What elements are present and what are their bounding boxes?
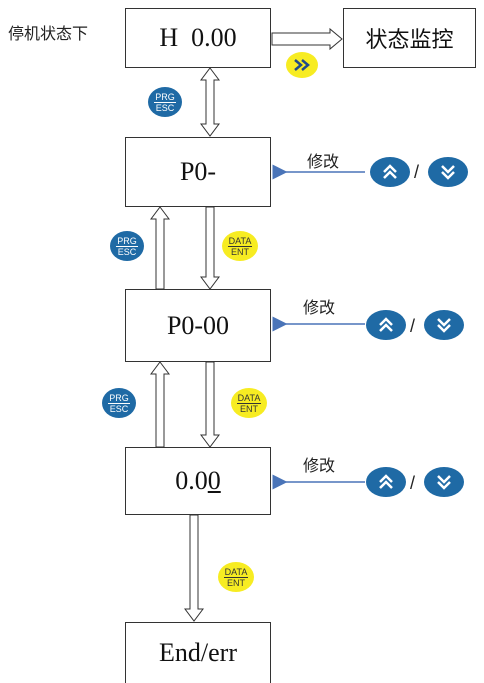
value-to-p000-arrow <box>150 361 170 448</box>
p000-to-p0-arrow <box>150 206 170 290</box>
value-to-end-arrow <box>184 514 204 622</box>
stopped-state-label: 停机状态下 <box>8 24 89 43</box>
shift-key <box>286 52 318 78</box>
double-up-chevron-icon <box>383 164 397 179</box>
slash-3: / <box>410 473 416 493</box>
up-key-1 <box>370 157 410 187</box>
value-box: 0.00 <box>125 447 271 515</box>
down-key-2 <box>424 310 464 340</box>
end-err-box: End/err <box>125 622 271 683</box>
slash-1: / <box>414 162 420 182</box>
slash-2: / <box>410 316 416 336</box>
cursor-digit: 0 <box>207 466 221 495</box>
p0-box: P0- <box>125 137 271 207</box>
monitor-arrow <box>271 27 343 51</box>
double-up-chevron-icon <box>379 317 393 332</box>
h-p0-arrow <box>200 67 220 137</box>
double-up-chevron-icon <box>379 474 393 489</box>
double-right-chevron-icon <box>294 59 310 71</box>
up-key-3 <box>366 467 406 497</box>
prg-esc-key-3: PRG ESC <box>102 388 136 418</box>
end-err-text: End/err <box>159 638 237 667</box>
double-down-chevron-icon <box>437 318 451 333</box>
p0-text: P0- <box>179 157 217 186</box>
value-text: 0.00 <box>175 466 221 495</box>
double-down-chevron-icon <box>441 165 455 180</box>
data-ent-key-1: DATA ENT <box>222 231 258 261</box>
prg-esc-key-1: PRG ESC <box>148 87 182 117</box>
p0-to-p000-arrow <box>200 206 220 290</box>
up-key-2 <box>366 310 406 340</box>
double-down-chevron-icon <box>437 475 451 490</box>
modify-label-2: 修改 <box>303 298 336 317</box>
p0-00-box: P0-00 <box>125 289 271 362</box>
modify-label-3: 修改 <box>303 456 336 475</box>
h-display-box: H 0.00 <box>125 8 271 68</box>
p0-00-text: P0-00 <box>166 310 230 340</box>
data-ent-key-2: DATA ENT <box>231 388 267 418</box>
status-monitor-box: 状态监控 <box>343 8 476 68</box>
down-key-3 <box>424 467 464 497</box>
down-key-1 <box>428 157 468 187</box>
data-ent-key-3: DATA ENT <box>218 562 254 592</box>
prg-esc-key-2: PRG ESC <box>110 231 144 261</box>
h-display-text: H 0.00 <box>159 23 237 52</box>
modify-label-1: 修改 <box>307 152 340 171</box>
p000-to-value-arrow <box>200 361 220 448</box>
status-monitor-text: 状态监控 <box>365 28 454 53</box>
